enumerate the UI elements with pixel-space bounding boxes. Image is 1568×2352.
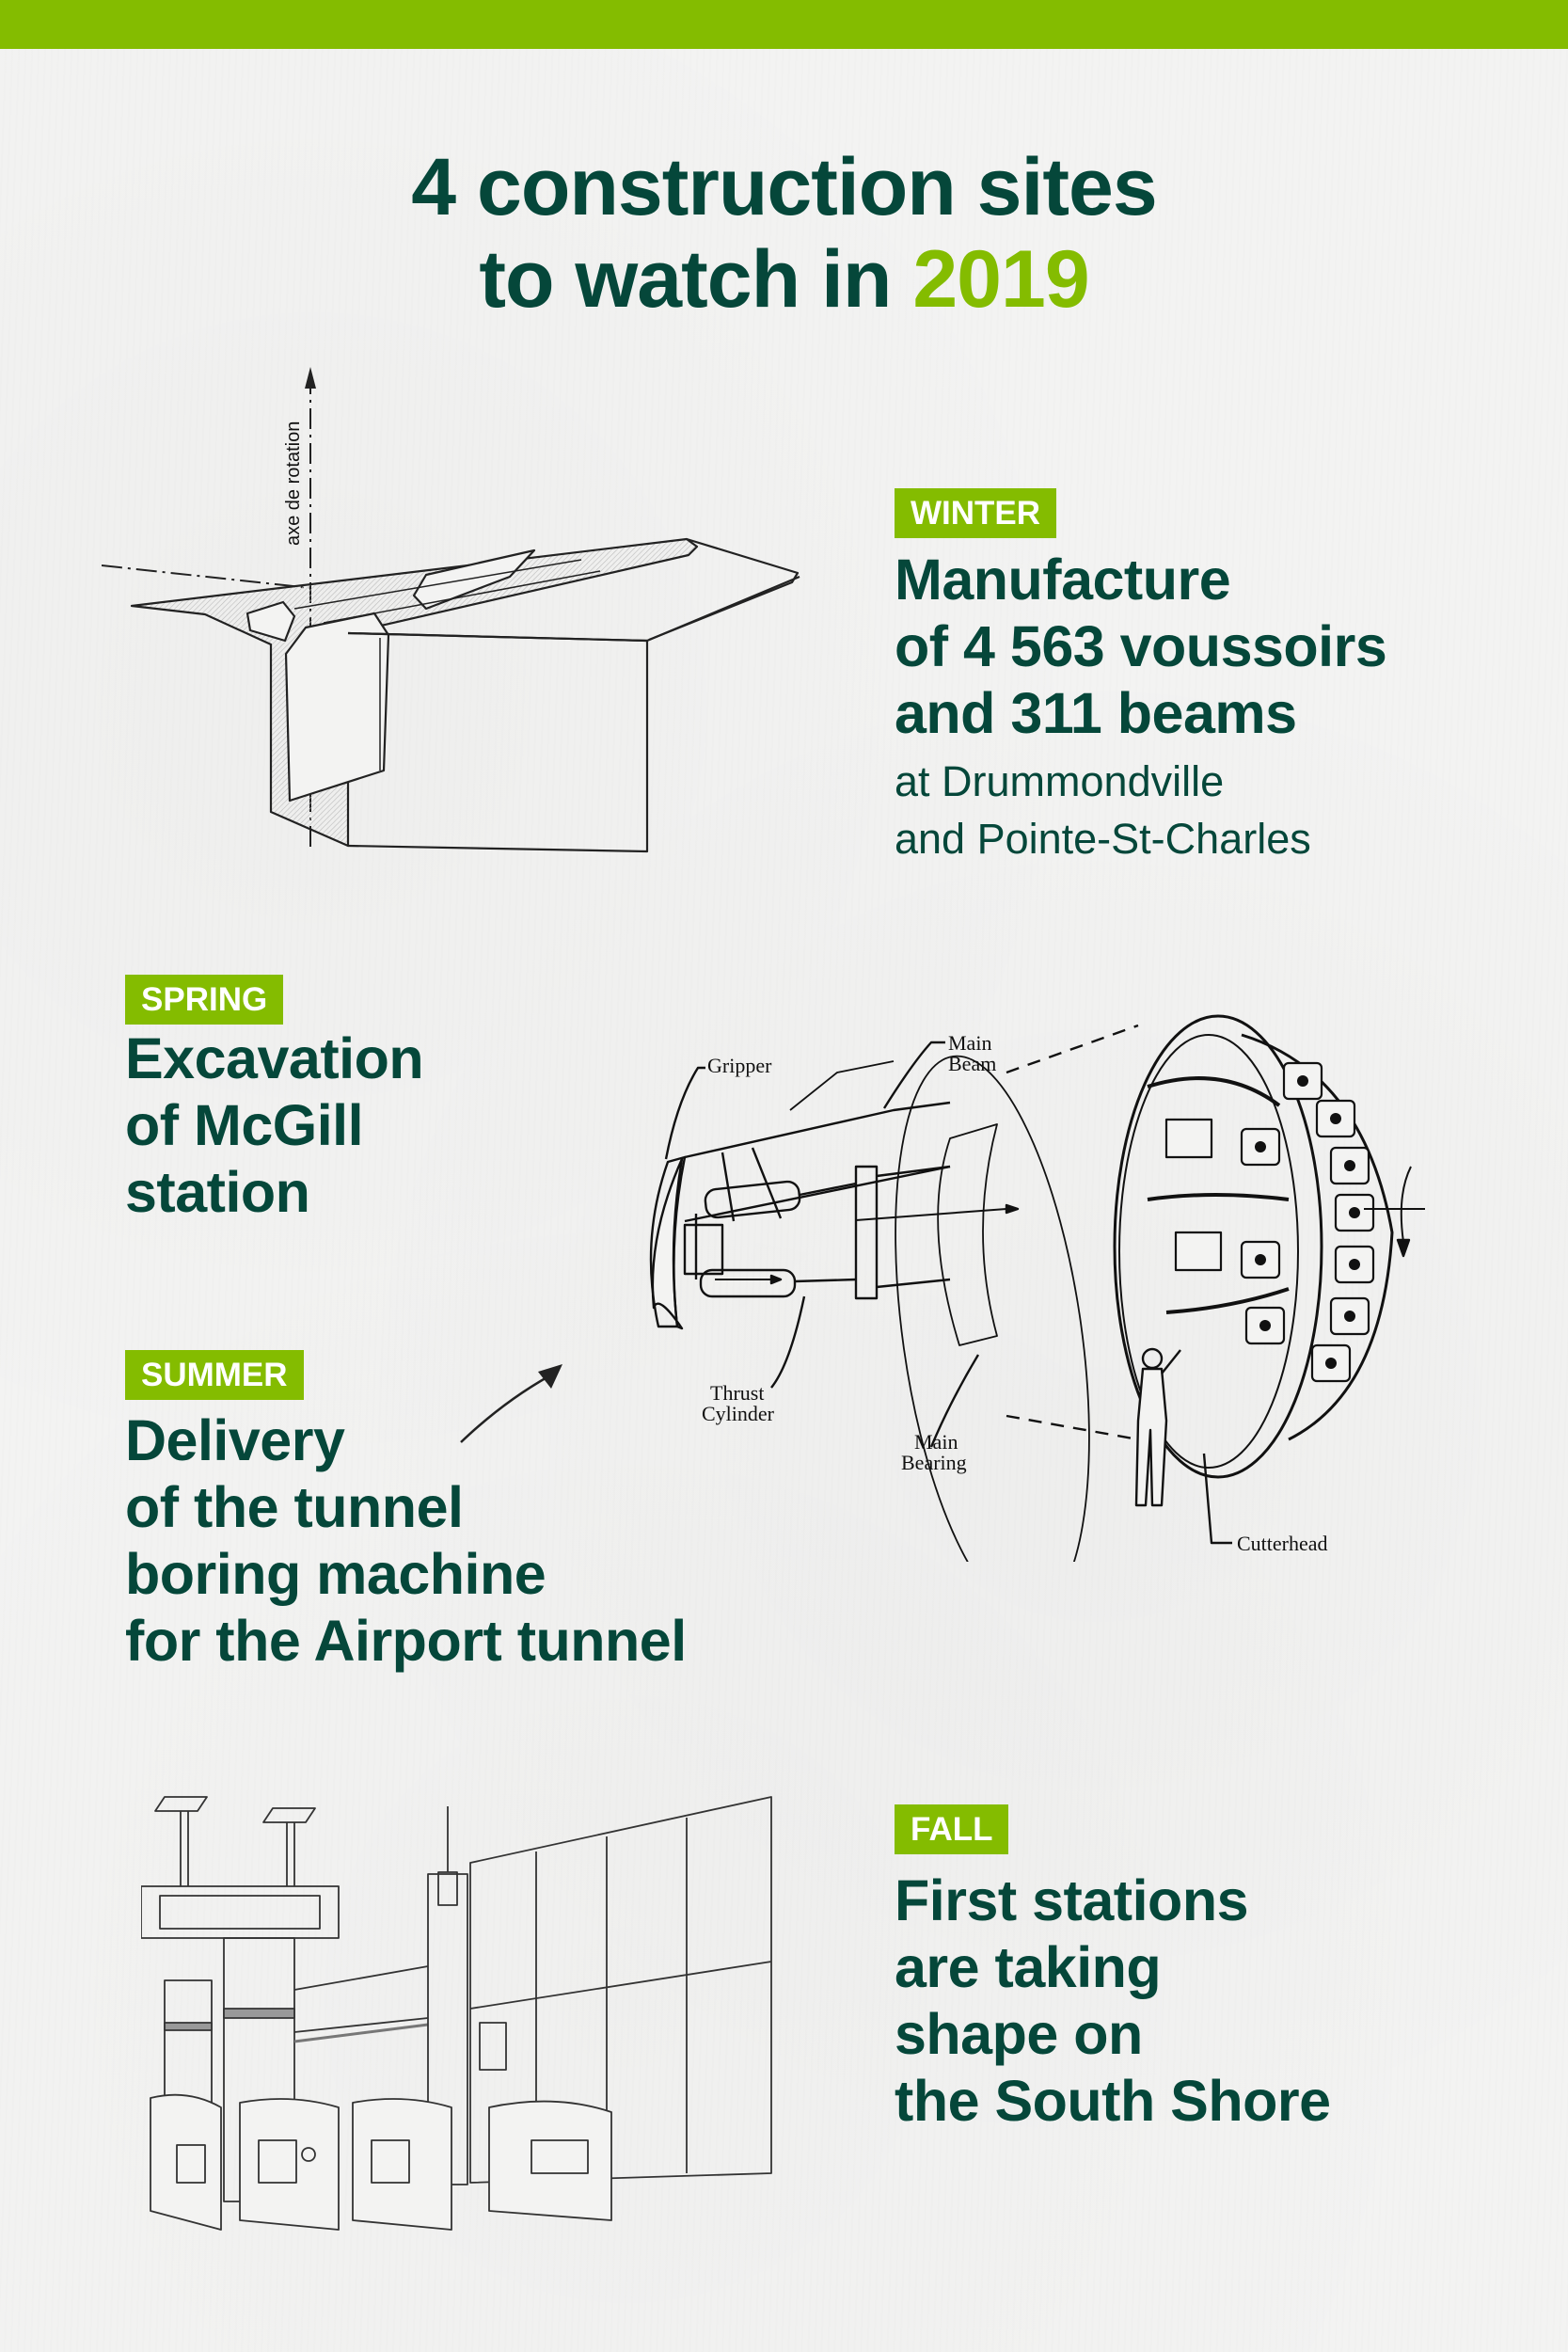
title-line-2-prefix: to watch in bbox=[479, 234, 892, 325]
season-badge-spring: SPRING bbox=[125, 975, 284, 1025]
page-title: 4 construction sites to watch in 2019 bbox=[0, 141, 1568, 326]
fall-headline-line: are taking bbox=[895, 1935, 1162, 1999]
summer-headline-line: boring machine bbox=[125, 1542, 546, 1606]
winter-subline-line: and Pointe-St-Charles bbox=[895, 815, 1311, 863]
voussoir-illustration: axe de rotation bbox=[102, 362, 802, 870]
winter-subline: at Drummondville and Pointe-St-Charles bbox=[895, 753, 1311, 867]
fall-headline: First stations are taking shape on the S… bbox=[895, 1867, 1331, 2135]
tbm-illustration: Gripper Main Beam Thrust Cylinder Main B… bbox=[640, 997, 1430, 1562]
voussoir-drawing-icon: axe de rotation bbox=[102, 367, 800, 853]
label-main-beam-2: Beam bbox=[948, 1052, 996, 1075]
title-year: 2019 bbox=[912, 234, 1089, 325]
summer-headline-line: for the Airport tunnel bbox=[125, 1609, 687, 1673]
spring-headline-line: of McGill bbox=[125, 1093, 364, 1157]
season-badge-summer: SUMMER bbox=[125, 1350, 304, 1400]
winter-headline-line: Manufacture bbox=[895, 548, 1231, 612]
winter-headline-line: and 311 beams bbox=[895, 681, 1297, 745]
tunnel-boring-machine-drawing-icon: Gripper Main Beam Thrust Cylinder Main B… bbox=[649, 1014, 1425, 1562]
top-accent-bar bbox=[0, 0, 1568, 49]
winter-headline: Manufacture of 4 563 voussoirs and 311 b… bbox=[895, 547, 1387, 747]
season-badge-fall: FALL bbox=[895, 1804, 1009, 1854]
pointer-arrow bbox=[451, 1355, 574, 1449]
season-badge-winter: WINTER bbox=[895, 488, 1057, 538]
spring-headline: Excavation of McGill station bbox=[125, 1025, 424, 1226]
summer-headline-line: Delivery bbox=[125, 1408, 345, 1472]
spring-headline-line: station bbox=[125, 1160, 310, 1224]
axis-label: axe de rotation bbox=[283, 421, 304, 546]
summer-headline: Delivery of the tunnel boring machine fo… bbox=[125, 1407, 687, 1675]
station-fare-gates-drawing-icon bbox=[141, 1796, 772, 2231]
title-line-1: 4 construction sites bbox=[411, 142, 1157, 232]
label-cutterhead: Cutterhead bbox=[1237, 1532, 1328, 1555]
fall-headline-line: shape on bbox=[895, 2002, 1143, 2066]
label-thrust-1: Thrust bbox=[710, 1381, 764, 1405]
label-main-bearing-2: Bearing bbox=[901, 1451, 967, 1474]
label-main-beam-1: Main bbox=[948, 1031, 991, 1055]
winter-subline-line: at Drummondville bbox=[895, 757, 1225, 805]
arrow-icon bbox=[460, 1364, 562, 1443]
label-thrust-2: Cylinder bbox=[702, 1402, 775, 1425]
spring-headline-line: Excavation bbox=[125, 1026, 424, 1090]
summer-headline-line: of the tunnel bbox=[125, 1475, 464, 1539]
label-gripper: Gripper bbox=[707, 1054, 772, 1077]
fall-headline-line: First stations bbox=[895, 1868, 1249, 1932]
label-main-bearing-1: Main bbox=[914, 1430, 958, 1454]
station-illustration bbox=[141, 1769, 781, 2239]
winter-headline-line: of 4 563 voussoirs bbox=[895, 614, 1387, 678]
title-line-2: to watch in 2019 bbox=[0, 233, 1568, 326]
fall-headline-line: the South Shore bbox=[895, 2069, 1331, 2133]
